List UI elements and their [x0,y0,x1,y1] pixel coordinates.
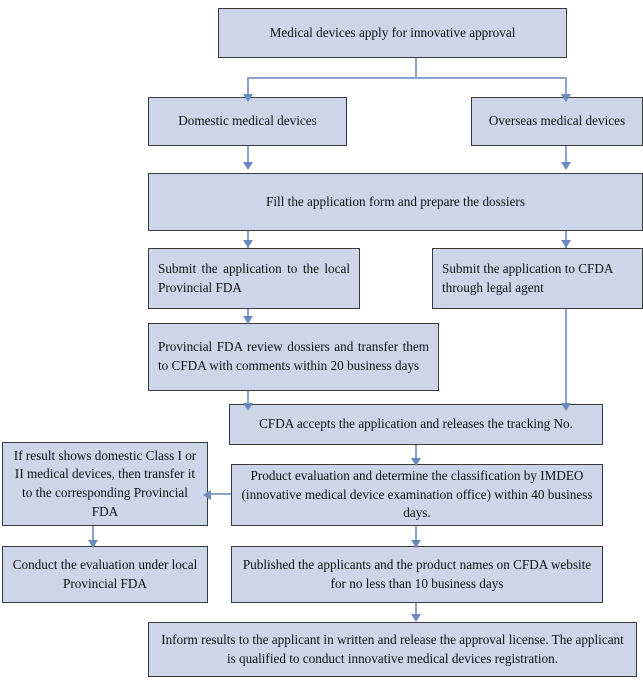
connector-producteval-to-classiii [208,493,231,495]
connector-submitcfda-to-cfda [565,308,567,410]
connector-producteval-to-published [415,525,417,546]
arrowhead-apply-to-overseas [561,94,571,102]
node-overseas-medical-devices-label: Overseas medical devices [488,113,626,129]
node-fill-application-form[interactable]: Fill the application form and prepare th… [148,173,643,231]
node-submit-to-local-provincial-fda[interactable]: Submit the application to the local Prov… [148,248,360,309]
node-product-evaluation-imdeo-label: Product evaluation and determine the cla… [241,467,593,521]
node-domestic-class-i-or-ii-label: If result shows domestic Class I or II m… [13,447,197,519]
node-inform-results-approval-license[interactable]: Inform results to the applicant in writt… [148,622,637,677]
node-domestic-medical-devices-label: Domestic medical devices [178,113,317,129]
node-apply-label: Medical devices apply for innovative app… [269,24,516,40]
arrowhead-submitlocal-to-review [243,316,253,324]
connector-fillform-to-submitcfda [565,230,567,248]
node-conduct-evaluation-local[interactable]: Conduct the evaluation under local Provi… [2,546,208,603]
arrowhead-classiii-to-conducteval [88,540,98,548]
node-product-evaluation-imdeo[interactable]: Product evaluation and determine the cla… [231,464,603,526]
arrowhead-producteval-to-published [411,540,421,548]
node-provincial-fda-review[interactable]: Provincial FDA review dossiers and trans… [148,323,439,391]
node-domestic-medical-devices[interactable]: Domestic medical devices [148,97,347,146]
connector-fillform-to-submitlocal [247,230,249,248]
arrowhead-apply-to-domestic [243,94,253,102]
connector-apply-stem [415,57,417,78]
arrowhead-review-to-cfda [243,403,253,411]
connector-apply-to-domestic [247,77,249,97]
node-fill-application-form-label: Fill the application form and prepare th… [266,193,525,209]
node-submit-to-cfda-legal-agent-label: Submit the application to CFDA through l… [442,260,613,295]
connector-domestic-to-fillform [247,145,249,165]
node-published-on-cfda-website[interactable]: Published the applicants and the product… [231,546,603,603]
node-domestic-class-i-or-ii[interactable]: If result shows domestic Class I or II m… [2,442,208,526]
node-overseas-medical-devices[interactable]: Overseas medical devices [471,97,643,146]
node-conduct-evaluation-local-label: Conduct the evaluation under local Provi… [12,556,198,591]
connector-submitlocal-to-review [247,308,249,323]
node-inform-results-approval-license-label: Inform results to the applicant in writt… [161,631,624,666]
arrowhead-fillform-to-submitlocal [243,240,253,248]
arrowhead-producteval-to-classiii [203,490,211,500]
arrowhead-fillform-to-submitcfda [561,240,571,248]
arrowhead-domestic-to-fillform [243,162,253,170]
connector-apply-to-overseas [565,77,567,97]
connector-cfda-to-producteval [415,444,417,464]
connector-classiii-to-conducteval [92,525,94,546]
connector-overseas-to-fillform [565,145,567,165]
connector-published-to-inform [415,602,417,620]
arrowhead-submitcfda-to-cfda [561,403,571,411]
node-published-on-cfda-website-label: Published the applicants and the product… [242,556,592,591]
connector-apply-fork-bar [248,77,567,79]
node-provincial-fda-review-label: Provincial FDA review dossiers and trans… [158,339,429,373]
node-apply[interactable]: Medical devices apply for innovative app… [218,8,567,58]
node-submit-to-local-provincial-fda-label: Submit the application to the local Prov… [158,260,350,295]
arrowhead-cfda-to-producteval [411,458,421,466]
node-cfda-accepts-application[interactable]: CFDA accepts the application and release… [229,404,603,445]
node-submit-to-cfda-legal-agent[interactable]: Submit the application to CFDA through l… [432,248,643,309]
arrowhead-overseas-to-fillform [561,162,571,170]
connector-review-to-cfda [247,390,249,410]
node-cfda-accepts-application-label: CFDA accepts the application and release… [259,416,573,432]
arrowhead-published-to-inform [411,614,421,622]
